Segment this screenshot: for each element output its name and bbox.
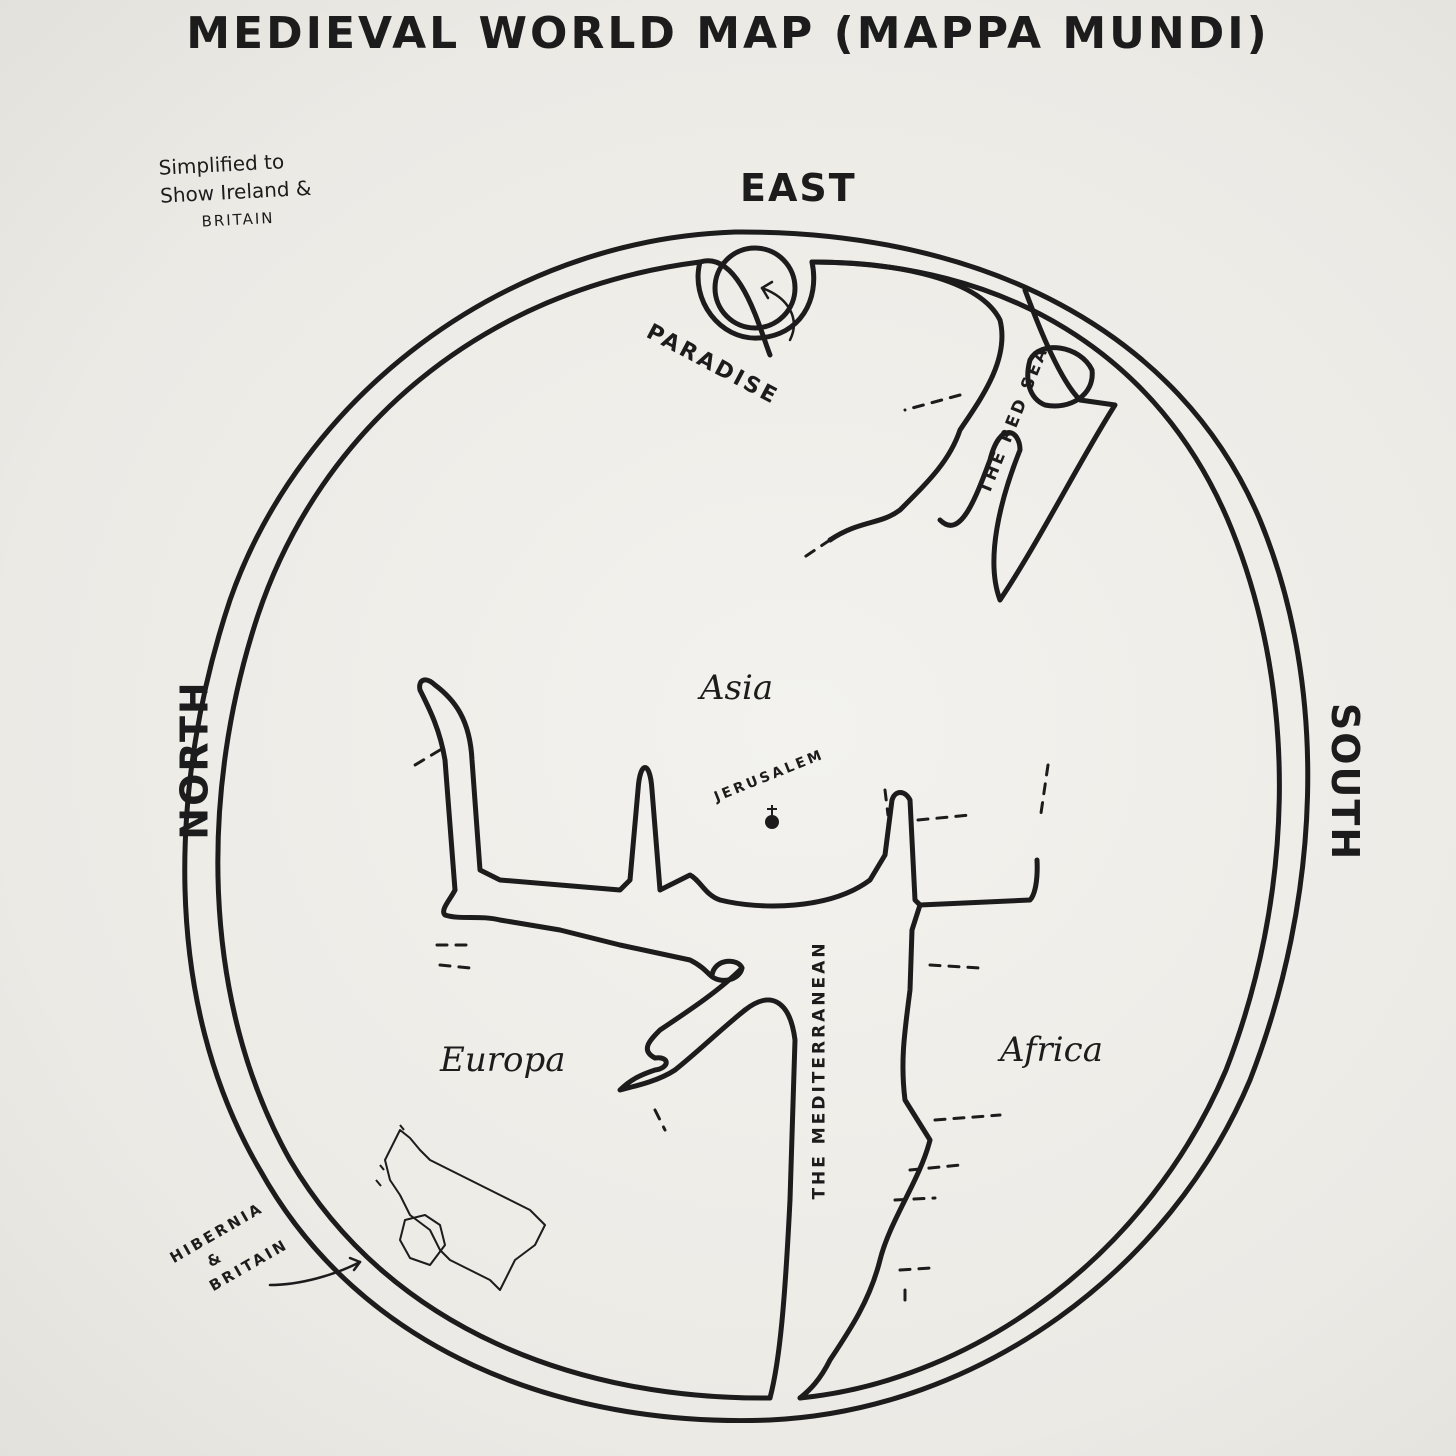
river-mark	[653, 1108, 667, 1132]
paradise-inlet	[695, 259, 817, 341]
river-mark	[413, 748, 442, 767]
africa-label: Africa	[1000, 1030, 1103, 1070]
river-mark	[438, 963, 472, 970]
british-isles-sketch	[375, 1124, 546, 1291]
river-mark	[908, 1163, 962, 1172]
jerusalem-marker	[765, 805, 779, 829]
river-mark	[903, 393, 962, 412]
red-sea-inner	[937, 287, 1118, 603]
river-mark	[928, 963, 982, 970]
outer-ocean-inner-edge	[215, 258, 1282, 1401]
river-mark	[933, 1113, 1002, 1122]
river-mark	[883, 788, 890, 817]
asia-label: Asia	[700, 668, 774, 708]
europe-north-coast	[441, 887, 745, 983]
tanais-river	[417, 677, 1040, 909]
river-mark	[916, 813, 972, 822]
red-sea-island	[1025, 345, 1095, 409]
hibernia-arrowhead	[348, 1256, 362, 1272]
italy-peninsula	[617, 965, 748, 1093]
river-mark	[1038, 763, 1050, 822]
europe-west-coast	[742, 997, 798, 1401]
river-mark	[798, 538, 832, 562]
river-mark	[898, 1266, 932, 1272]
river-mark	[893, 1196, 937, 1202]
africa-coast	[797, 902, 933, 1401]
map-title: MEDIEVAL WORLD MAP (MAPPA MUNDI)	[186, 8, 1270, 59]
compass-east: EAST	[740, 166, 857, 210]
paradise-arrow	[760, 286, 795, 342]
red-sea-coast	[809, 259, 1005, 543]
hibernia-arrow	[268, 1260, 362, 1287]
outer-ocean-outer-edge	[182, 229, 1311, 1424]
mediterranean-label: THE MEDITERRANEAN	[809, 940, 830, 1200]
paradise-circle	[712, 245, 798, 331]
paradise-arrowhead	[760, 280, 774, 300]
europa-label: Europa	[440, 1040, 566, 1080]
